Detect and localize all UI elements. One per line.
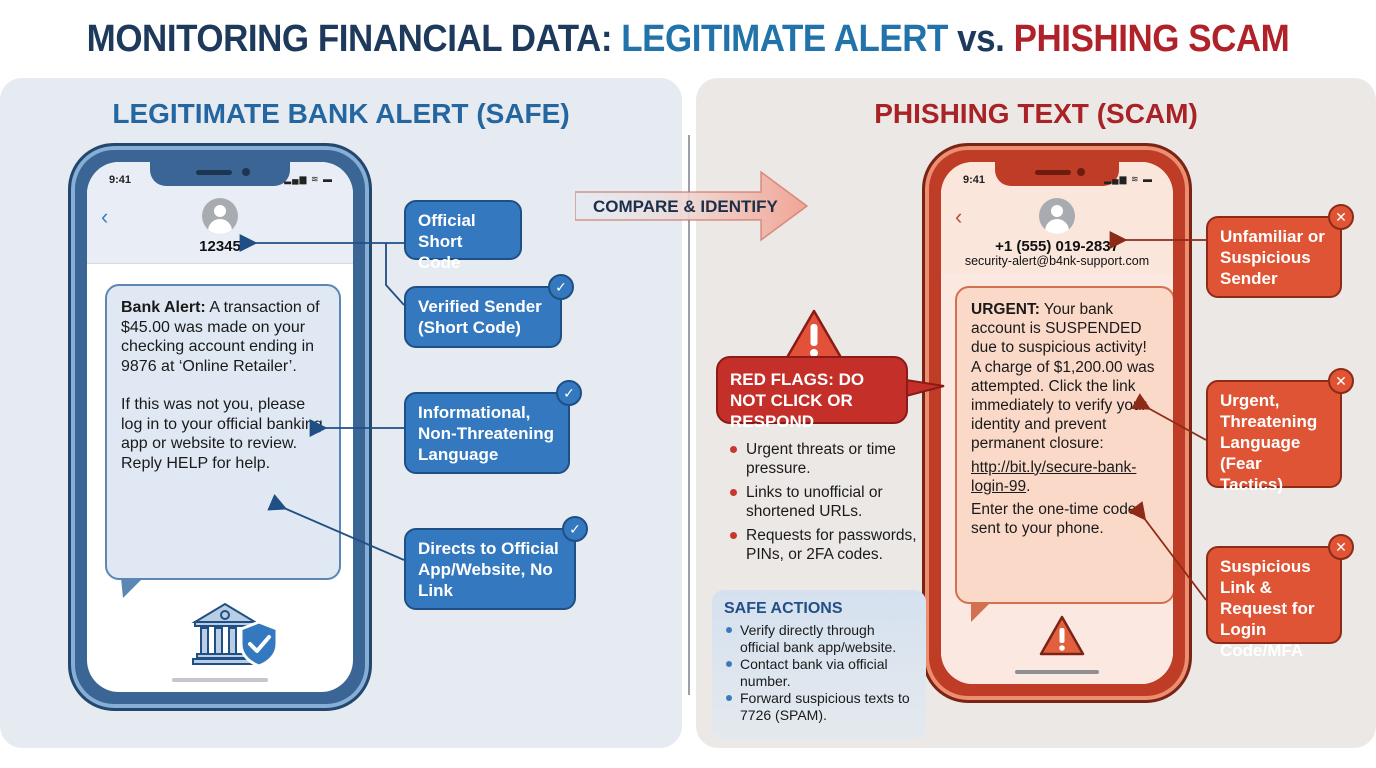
phishing-panel-title: PHISHING TEXT (SCAM) (874, 98, 1198, 129)
safe-actions-title: SAFE ACTIONS (724, 600, 843, 617)
compare-label: COMPARE & IDENTIFY (593, 197, 778, 216)
message-bubble: Bank Alert: A transaction of $45.00 was … (105, 284, 341, 598)
status-time: 9:41 (963, 174, 986, 186)
red-flag-item: Links to unofficial or shortened URLs. (728, 483, 938, 521)
red-flags-list: Urgent threats or time pressure. Links t… (728, 440, 938, 569)
signal-wifi-battery-icon: ▂▄▆ ≋ ▬ (1104, 174, 1153, 184)
message-para-3: Enter the one-time code sent to your pho… (971, 501, 1137, 538)
safe-action-item: Verify directly through official bank ap… (724, 622, 914, 656)
red-flag-item: Requests for passwords, PINs, or 2FA cod… (728, 526, 938, 564)
title-part-legitimate: LEGITIMATE ALERT (621, 18, 948, 60)
message-para-1: A transaction of $45.00 was made on your… (121, 299, 320, 375)
phishing-phone: 9:41 ▂▄▆ ≋ ▬ ‹ +1 (555) 019-2837 securit… (922, 143, 1192, 703)
x-mark-icon: ✕ (1328, 368, 1354, 394)
callout-suspicious-link: Suspicious Link & Request for Login Code… (1206, 534, 1354, 660)
page-title: MONITORING FINANCIAL DATA: LEGITIMATE AL… (55, 18, 1321, 61)
message-bubble: URGENT: Your bank account is SUSPENDED d… (955, 286, 1173, 622)
callout-unfamiliar-sender: Unfamiliar or Suspicious Sender ✕ (1206, 204, 1354, 298)
speaker-icon (196, 170, 232, 175)
checkmark-icon: ✓ (562, 516, 588, 542)
avatar (202, 198, 238, 234)
status-time: 9:41 (109, 174, 132, 186)
safe-actions-box: SAFE ACTIONS Verify directly through off… (712, 590, 926, 740)
title-part-monitoring: MONITORING FINANCIAL DATA: (86, 18, 622, 60)
callout-informational-language: Informational, Non-Threatening Language … (404, 380, 582, 474)
callout-verified-sender: Verified Sender (Short Code) ✓ (404, 274, 574, 348)
home-indicator (172, 678, 268, 682)
sender-short-code: 12345 (199, 238, 241, 255)
x-mark-icon: ✕ (1328, 534, 1354, 560)
back-chevron-icon[interactable]: ‹ (101, 204, 109, 229)
camera-icon (1077, 168, 1085, 176)
message-para-1: Your bank account is SUSPENDED due to su… (971, 301, 1155, 453)
phishing-link[interactable]: http://bit.ly/secure-bank-login-99 (971, 458, 1137, 495)
avatar (1039, 198, 1075, 234)
sender-email: security-alert@b4nk-support.com (964, 254, 1150, 268)
phone-notch (995, 162, 1119, 186)
safe-action-item: Forward suspicious texts to 7726 (SPAM). (724, 690, 914, 724)
legitimate-phone: 9:41 ▂▄▆ ≋ ▬ ‹ 12345 Bank Alert: A trans… (68, 143, 372, 711)
compare-arrow: COMPARE & IDENTIFY (575, 170, 811, 242)
callout-directs-official-app: Directs to Official App/Website, No Link… (404, 516, 588, 610)
safe-actions-list: Verify directly through official bank ap… (724, 622, 914, 724)
panel-divider (688, 135, 690, 695)
warning-triangle-icon (1039, 615, 1085, 656)
red-flags-banner: RED FLAGS: DO NOT CLICK OR RESPOND (716, 356, 908, 431)
phishing-phone-screen: 9:41 ▂▄▆ ≋ ▬ ‹ +1 (555) 019-2837 securit… (941, 162, 1173, 684)
safe-action-item: Contact bank via official number. (724, 656, 914, 690)
back-chevron-icon[interactable]: ‹ (955, 204, 963, 229)
arrow-right-icon (575, 170, 809, 242)
bank-shield-check-icon (191, 602, 279, 668)
red-flag-item: Urgent threats or time pressure. (728, 440, 938, 478)
message-lead: Bank Alert: (121, 299, 206, 316)
speaker-icon (1035, 170, 1071, 175)
message-para-2: If this was not you, please log in to yo… (121, 396, 323, 472)
legitimate-panel-title: LEGITIMATE BANK ALERT (SAFE) (112, 98, 570, 129)
message-header: 9:41 ▂▄▆ ≋ ▬ ‹ 12345 (87, 162, 353, 264)
phone-notch (150, 162, 290, 186)
sender-phone-number: +1 (555) 019-2837 (995, 238, 1119, 255)
home-indicator (1015, 670, 1099, 674)
title-part-vs: vs. (947, 18, 1014, 60)
title-part-phishing: PHISHING SCAM (1013, 18, 1290, 60)
signal-wifi-battery-icon: ▂▄▆ ≋ ▬ (284, 174, 333, 184)
callout-threatening-language: Urgent, Threatening Language (Fear Tacti… (1206, 368, 1354, 494)
legitimate-phone-screen: 9:41 ▂▄▆ ≋ ▬ ‹ 12345 Bank Alert: A trans… (87, 162, 353, 692)
checkmark-icon: ✓ (556, 380, 582, 406)
camera-icon (242, 168, 250, 176)
x-mark-icon: ✕ (1328, 204, 1354, 230)
message-header: 9:41 ▂▄▆ ≋ ▬ ‹ +1 (555) 019-2837 securit… (941, 162, 1173, 274)
message-lead: URGENT: (971, 301, 1040, 318)
checkmark-icon: ✓ (548, 274, 574, 300)
callout-official-short-code: Official Short Code (404, 200, 522, 272)
